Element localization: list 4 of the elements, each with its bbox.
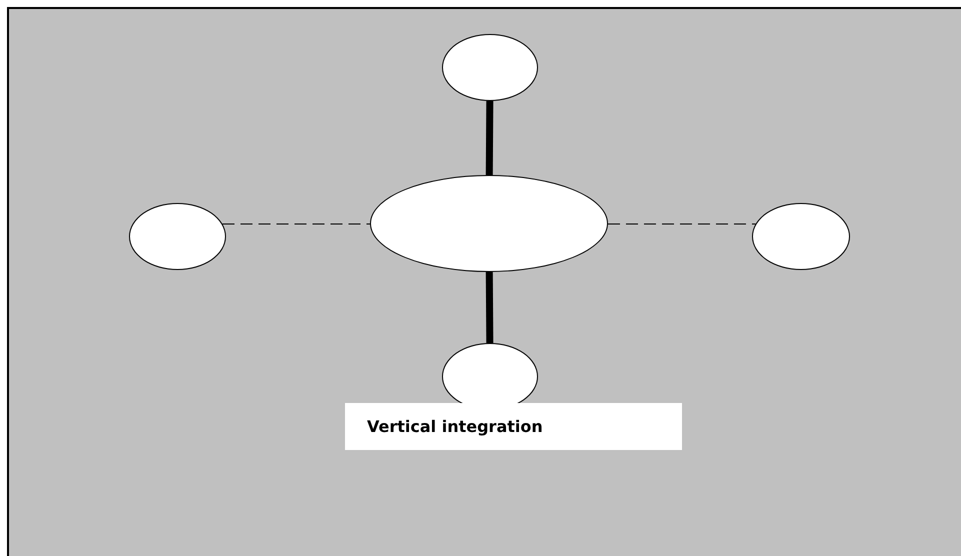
label-box: [345, 403, 682, 450]
connector-line: [486, 272, 494, 344]
connector-line: [486, 100, 494, 176]
label-text: Vertical integration: [367, 416, 544, 438]
